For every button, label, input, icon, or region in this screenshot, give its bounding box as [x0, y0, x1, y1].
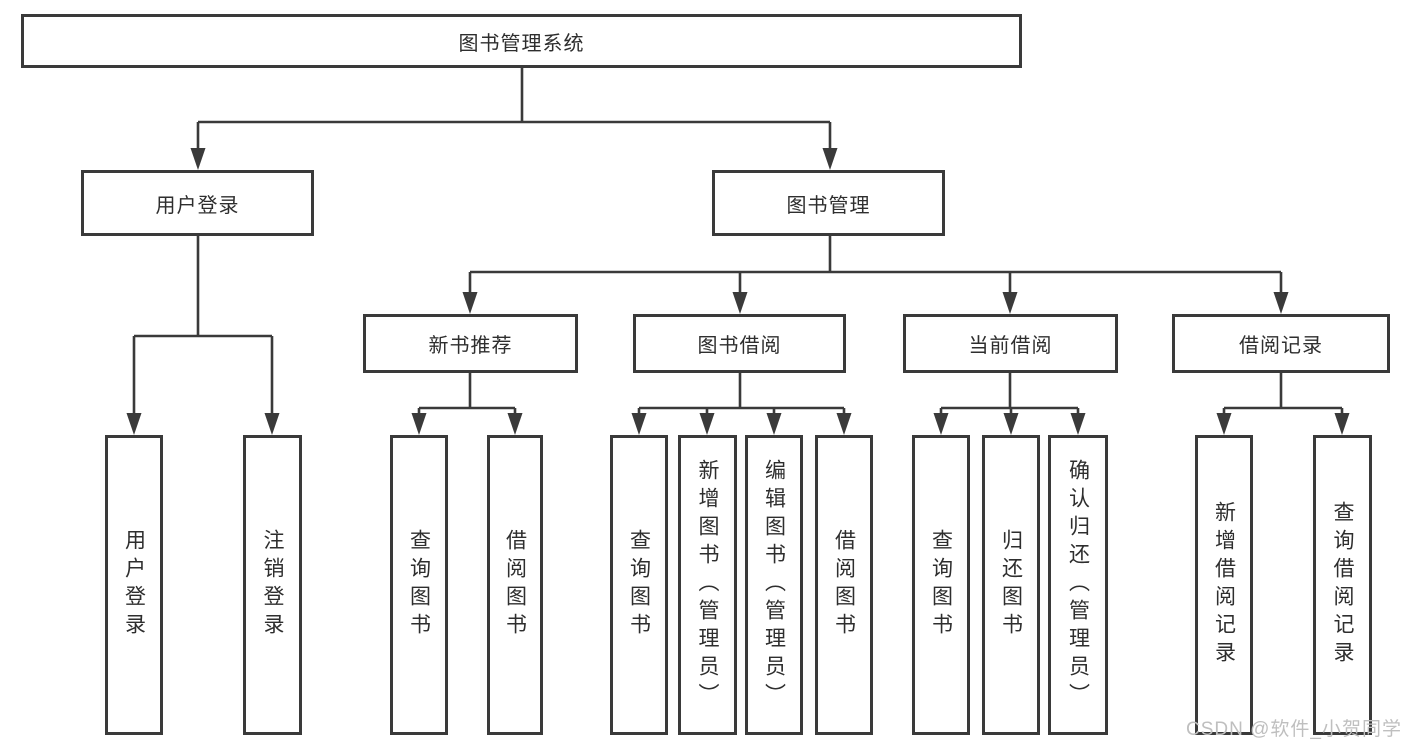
leaf-newrec-query-books: 查询图书: [390, 435, 448, 735]
leaf-borrow-books: 借阅图书: [815, 435, 873, 735]
leaf-query-borrow-record-label: 查询借阅记录: [1331, 501, 1354, 669]
leaf-add-books-admin: 新增图书（管理员）: [678, 435, 737, 735]
leaf-return-books: 归还图书: [982, 435, 1040, 735]
leaf-return-books-label: 归还图书: [999, 529, 1023, 641]
leaf-borrow-books-label: 借阅图书: [832, 529, 856, 641]
node-user-login-label: 用户登录: [155, 194, 240, 217]
leaf-user-login: 用户登录: [105, 435, 163, 735]
node-current-borrow-label: 当前借阅: [968, 335, 1053, 357]
leaf-confirm-return-admin: 确认归还（管理员）: [1048, 435, 1108, 735]
node-root: 图书管理系统: [21, 14, 1022, 68]
node-borrow-records-label: 借阅记录: [1239, 335, 1323, 357]
node-root-label: 图书管理系统: [458, 32, 585, 55]
leaf-edit-books-admin-label: 编辑图书（管理员）: [762, 459, 786, 711]
node-book-borrow-label: 图书借阅: [697, 335, 782, 357]
leaf-add-borrow-record-label: 新增借阅记录: [1212, 501, 1236, 669]
node-borrow-records: 借阅记录: [1172, 314, 1390, 373]
csdn-watermark: CSDN @软件_小贺同学: [1186, 719, 1402, 740]
leaf-query-borrow-record: 查询借阅记录: [1313, 435, 1372, 735]
node-book-management-label: 图书管理: [786, 194, 871, 217]
leaf-current-query-books: 查询图书: [912, 435, 970, 735]
leaf-user-login-label: 用户登录: [122, 529, 146, 641]
node-user-login: 用户登录: [81, 170, 314, 236]
leaf-newrec-query-books-label: 查询图书: [407, 529, 431, 641]
leaf-logout: 注销登录: [243, 435, 302, 735]
leaf-newrec-borrow-books: 借阅图书: [487, 435, 543, 735]
leaf-newrec-borrow-books-label: 借阅图书: [503, 529, 527, 641]
leaf-add-borrow-record: 新增借阅记录: [1195, 435, 1253, 735]
leaf-add-books-admin-label: 新增图书（管理员）: [696, 459, 719, 711]
leaf-current-query-books-label: 查询图书: [929, 529, 953, 641]
leaf-borrow-query-books-label: 查询图书: [627, 529, 651, 641]
node-current-borrow: 当前借阅: [903, 314, 1118, 373]
node-new-book-recommend-label: 新书推荐: [428, 335, 513, 357]
node-book-borrow: 图书借阅: [633, 314, 846, 373]
leaf-edit-books-admin: 编辑图书（管理员）: [745, 435, 803, 735]
leaf-logout-label: 注销登录: [261, 529, 284, 641]
node-book-management: 图书管理: [712, 170, 945, 236]
node-new-book-recommend: 新书推荐: [363, 314, 578, 373]
leaf-confirm-return-admin-label: 确认归还（管理员）: [1066, 459, 1090, 711]
leaf-borrow-query-books: 查询图书: [610, 435, 668, 735]
